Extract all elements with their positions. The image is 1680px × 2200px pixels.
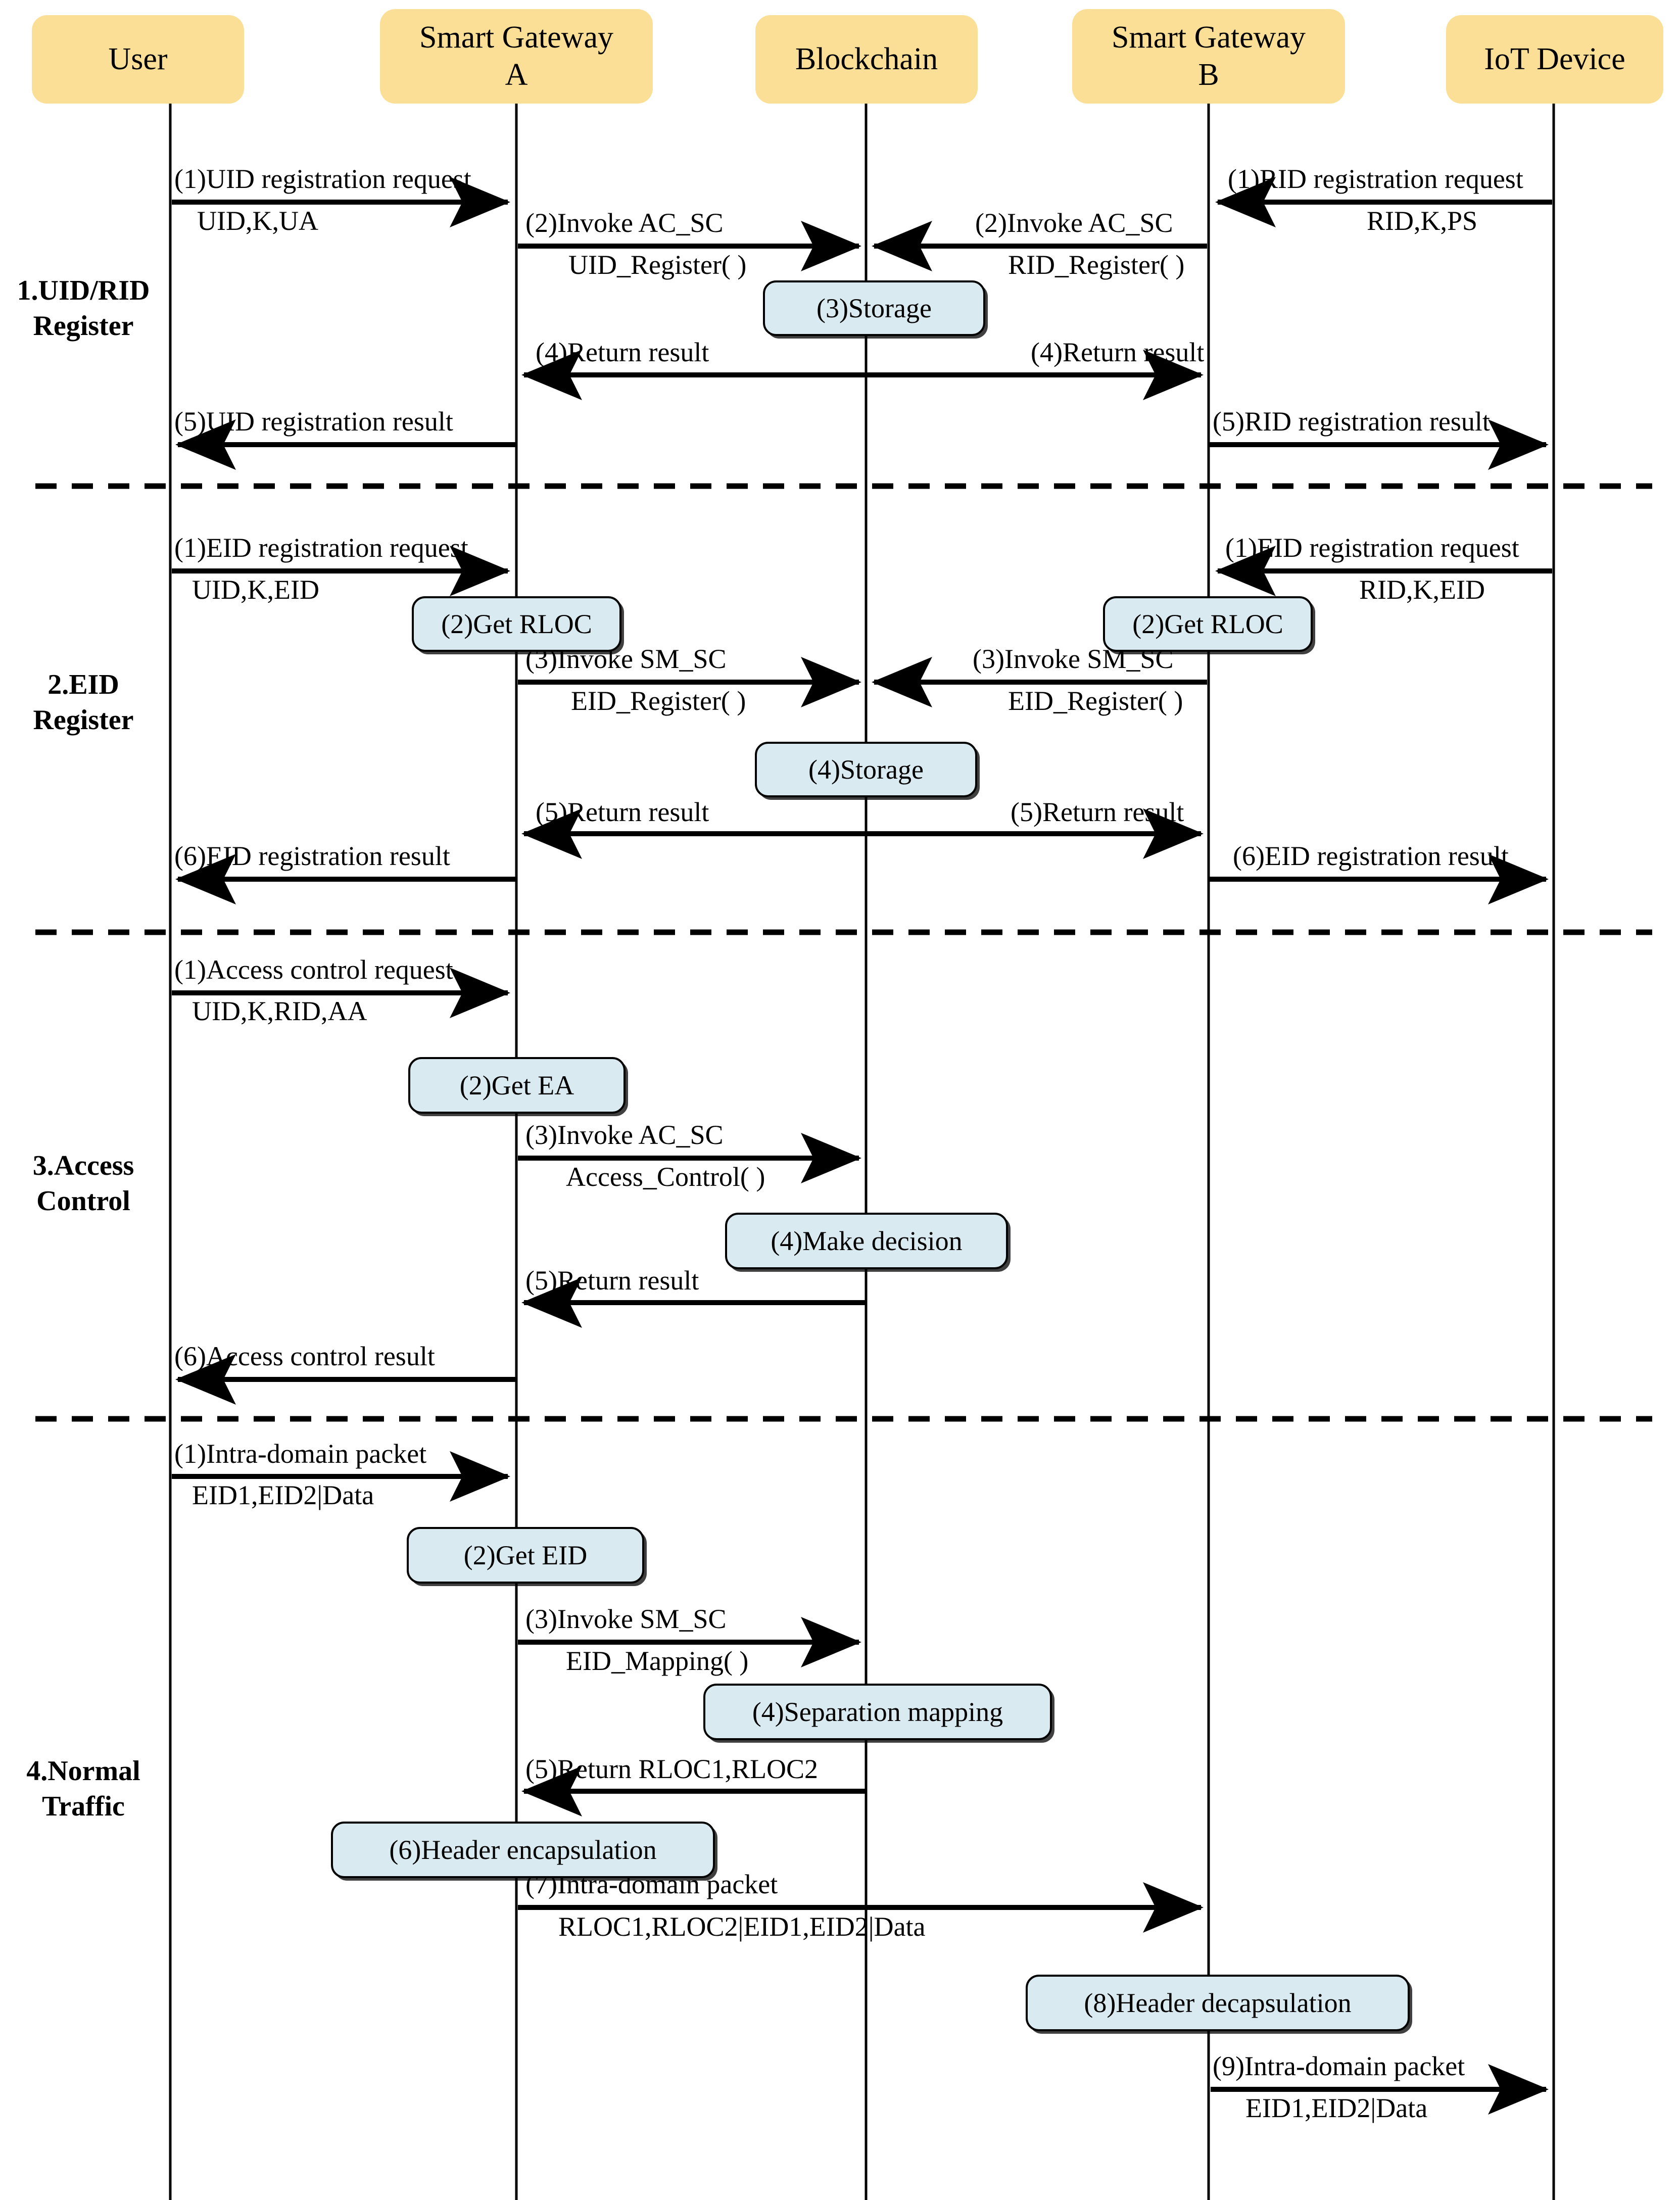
note-label-header-decapsulation: (8)Header decapsulation: [1084, 1988, 1352, 2018]
phase-label-2-line1: 2.EID: [47, 669, 119, 700]
message-sublabel-2-1-user: UID,K,EID: [192, 575, 319, 605]
note-box-get-eid[interactable]: (2)Get EID: [407, 1527, 644, 1584]
message-sublabel-2-1-iot: RID,K,EID: [1359, 575, 1485, 605]
phase-label-4-line1: 4.Normal: [26, 1755, 140, 1787]
message-label-3-1: (1)Access control request: [174, 954, 453, 985]
message-sublabel-4-1: EID1,EID2|Data: [192, 1480, 374, 1510]
phase-label-3-line1: 3.Access: [32, 1150, 134, 1181]
message-label-1-2-b: (2)Invoke AC_SC: [975, 208, 1173, 238]
message-sublabel-3-3: Access_Control( ): [566, 1162, 765, 1192]
actor-box-gateway-b[interactable]: Smart Gateway B: [1072, 9, 1345, 104]
actor-label-user: User: [108, 41, 168, 76]
message-label-1-1-user: (1)UID registration request: [174, 164, 471, 194]
actor-label-blockchain: Blockchain: [795, 41, 938, 76]
phase-dividers: [35, 483, 1652, 1422]
message-sublabel-3-1: UID,K,RID,AA: [192, 996, 367, 1026]
note-box-get-rloc-b[interactable]: (2)Get RLOC: [1103, 596, 1313, 652]
phase-label-1-line1: 1.UID/RID: [17, 275, 150, 306]
actor-box-iot-device[interactable]: IoT Device: [1446, 15, 1663, 104]
actor-box-user[interactable]: User: [32, 15, 244, 104]
message-sublabel-4-3: EID_Mapping( ): [566, 1646, 749, 1676]
phase-label-4-line2: Traffic: [42, 1791, 125, 1822]
actor-label-gateway-b-line1: Smart Gateway: [1112, 20, 1306, 55]
note-label-make-decision: (4)Make decision: [771, 1226, 963, 1256]
message-label-2-5-a: (5)Return result: [536, 797, 709, 827]
note-box-storage-1[interactable]: (3)Storage: [763, 280, 985, 336]
note-box-storage-2[interactable]: (4)Storage: [755, 742, 977, 797]
note-label-get-ea: (2)Get EA: [459, 1070, 574, 1101]
message-label-2-1-iot: (1)EID registration request: [1225, 533, 1519, 563]
actor-box-blockchain[interactable]: Blockchain: [755, 15, 978, 104]
message-label-1-5-b: (5)RID registration result: [1213, 406, 1490, 437]
message-label-2-1-user: (1)EID registration request: [174, 533, 468, 563]
message-label-1-1-iot: (1)RID registration request: [1228, 164, 1523, 194]
note-box-header-decapsulation[interactable]: (8)Header decapsulation: [1026, 1975, 1410, 2031]
phase-label-3-line2: Control: [36, 1185, 130, 1217]
message-sublabel-4-7: RLOC1,RLOC2|EID1,EID2|Data: [558, 1911, 926, 1942]
phase-label-3: 3.Access Control: [5, 1148, 162, 1219]
message-sublabel-4-9: EID1,EID2|Data: [1245, 2093, 1428, 2123]
message-sublabel-1-1-iot: RID,K,PS: [1367, 206, 1478, 236]
note-label-header-encapsulation: (6)Header encapsulation: [389, 1835, 657, 1865]
note-label-storage-2: (4)Storage: [808, 754, 924, 785]
note-box-make-decision[interactable]: (4)Make decision: [725, 1213, 1008, 1269]
note-label-get-rloc-b: (2)Get RLOC: [1132, 609, 1283, 639]
message-label-3-5: (5)Return result: [525, 1265, 699, 1296]
phase-label-1-line2: Register: [33, 310, 134, 342]
phase-label-2-line2: Register: [33, 704, 134, 736]
actor-label-gateway-b-line2: B: [1198, 57, 1219, 92]
actor-label-iot-device: IoT Device: [1484, 41, 1625, 76]
message-label-3-3: (3)Invoke AC_SC: [525, 1120, 724, 1150]
message-label-1-5-a: (5)UID registration result: [174, 406, 453, 437]
message-sublabel-2-3-b: EID_Register( ): [1008, 686, 1183, 716]
note-label-storage-1: (3)Storage: [817, 293, 932, 323]
message-label-4-5: (5)Return RLOC1,RLOC2: [525, 1754, 818, 1784]
message-sublabel-1-2-b: RID_Register( ): [1008, 250, 1185, 280]
phase-label-1: 1.UID/RID Register: [5, 273, 162, 344]
phase-label-2: 2.EID Register: [5, 667, 162, 738]
actor-box-gateway-a[interactable]: Smart Gateway A: [380, 9, 653, 104]
note-box-get-rloc-a[interactable]: (2)Get RLOC: [412, 596, 621, 652]
message-label-4-9: (9)Intra-domain packet: [1213, 2051, 1465, 2081]
note-box-header-encapsulation[interactable]: (6)Header encapsulation: [331, 1822, 715, 1878]
message-label-2-6-b: (6)EID registration result: [1233, 841, 1509, 871]
actor-label-gateway-a-line2: A: [505, 57, 528, 92]
phase2-arrows: [172, 546, 1552, 904]
message-label-4-3: (3)Invoke SM_SC: [525, 1604, 727, 1634]
note-label-get-eid: (2)Get EID: [463, 1540, 588, 1570]
message-sublabel-2-3-a: EID_Register( ): [571, 686, 746, 716]
message-sublabel-1-2-a: UID_Register( ): [568, 250, 747, 280]
phase-label-4: 4.Normal Traffic: [5, 1753, 162, 1824]
message-label-4-1: (1)Intra-domain packet: [174, 1439, 427, 1469]
message-label-1-4-a: (4)Return result: [536, 337, 709, 367]
message-label-1-4-b: (4)Return result: [1031, 337, 1205, 367]
note-box-separation-mapping[interactable]: (4)Separation mapping: [703, 1684, 1052, 1740]
message-sublabel-1-1-user: UID,K,UA: [197, 206, 318, 236]
note-label-separation-mapping: (4)Separation mapping: [752, 1697, 1003, 1727]
note-label-get-rloc-a: (2)Get RLOC: [441, 609, 592, 639]
message-label-1-2-a: (2)Invoke AC_SC: [525, 208, 724, 238]
note-box-get-ea[interactable]: (2)Get EA: [408, 1057, 626, 1114]
actor-label-gateway-a-line1: Smart Gateway: [419, 20, 613, 55]
message-label-2-6-a: (6)EID registration result: [174, 841, 450, 871]
message-label-2-5-b: (5)Return result: [1011, 797, 1184, 827]
message-label-3-6: (6)Access control result: [174, 1341, 435, 1371]
